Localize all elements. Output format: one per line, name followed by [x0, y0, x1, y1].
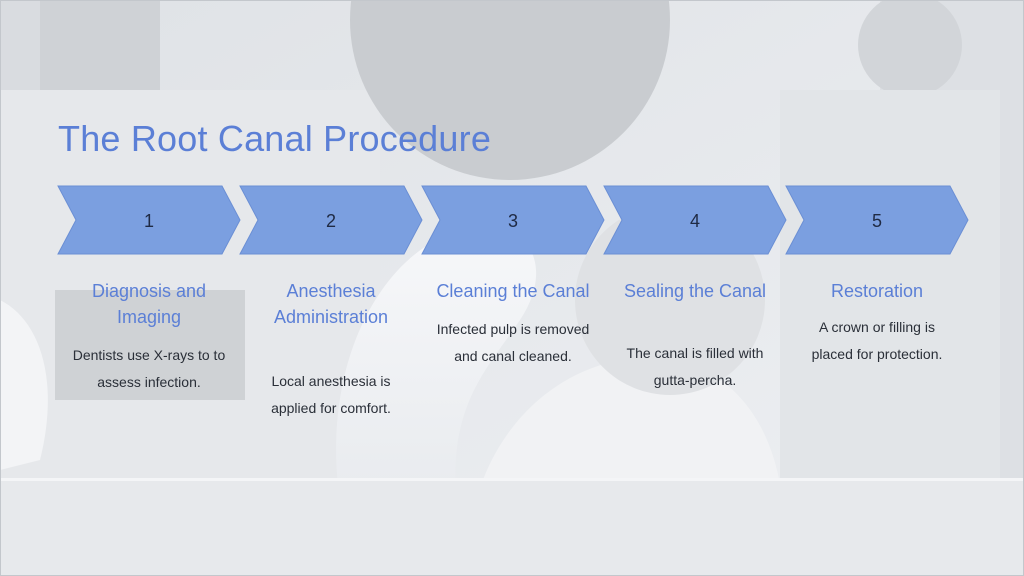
step-number-3: 3 [508, 211, 518, 231]
step-title-2: Anesthesia Administration [273, 281, 389, 327]
step-number-1: 1 [144, 211, 154, 231]
step-4: Sealing the Canal The canal is filled wi… [615, 278, 775, 394]
step-desc-5: A crown or filling is placed for protect… [811, 319, 943, 362]
chevron-step-3: 3 [421, 185, 605, 255]
step-number-2: 2 [326, 211, 336, 231]
step-desc-1: Dentists use X-rays to to assess infecti… [72, 347, 226, 390]
step-2: Anesthesia Administration Local anesthes… [251, 278, 411, 422]
chevron-step-1: 1 [57, 185, 241, 255]
step-title-4: Sealing the Canal [623, 281, 767, 301]
step-number-5: 5 [872, 211, 882, 231]
step-desc-4: The canal is filled with gutta-percha. [626, 345, 764, 388]
chevron-step-2: 2 [239, 185, 423, 255]
step-title-1: Diagnosis and Imaging [91, 281, 207, 327]
step-number-4: 4 [690, 211, 700, 231]
page-title: The Root Canal Procedure [58, 118, 492, 159]
step-title-5: Restoration [830, 281, 924, 301]
step-title-3: Cleaning the Canal [436, 281, 590, 301]
step-desc-2: Local anesthesia is applied for comfort. [271, 373, 391, 416]
chevron-step-5: 5 [785, 185, 969, 255]
step-3: Cleaning the Canal Infected pulp is remo… [433, 278, 593, 370]
step-1: Diagnosis and Imaging Dentists use X-ray… [69, 278, 229, 396]
step-5: Restoration A crown or filling is placed… [797, 278, 957, 368]
step-desc-3: Infected pulp is removed and canal clean… [436, 321, 590, 364]
chevron-step-4: 4 [603, 185, 787, 255]
